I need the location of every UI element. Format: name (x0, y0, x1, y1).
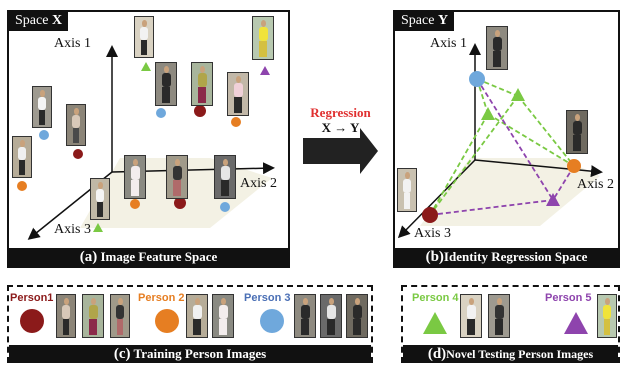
person-thumb (124, 155, 146, 199)
axis1-label-a: Axis 1 (54, 36, 91, 51)
axis3-line-b (397, 159, 476, 239)
p4-triangle-b2 (481, 107, 495, 120)
person-thumb (597, 294, 617, 338)
green-dashed-links (429, 78, 575, 216)
person2-marker (155, 309, 179, 333)
caption-b: (b)Identity Regression Space (395, 248, 618, 267)
person-thumb (488, 294, 510, 338)
p5-triangle-a (260, 66, 270, 75)
person-thumb (566, 110, 588, 154)
person3-marker (260, 309, 284, 333)
p3-dot-a1 (39, 130, 49, 140)
panel-b: Space Y (393, 10, 620, 268)
person-thumb (212, 294, 234, 338)
purple-dashed-links (429, 78, 575, 216)
p3-dot-a3 (220, 202, 230, 212)
person-thumb (134, 16, 154, 58)
person-thumb (12, 136, 32, 178)
person-thumb (155, 62, 177, 106)
person-thumb (294, 294, 316, 338)
caption-c: (c) Training Person Images (9, 345, 371, 363)
person-thumb (56, 294, 76, 338)
p1-dot-a3 (174, 197, 186, 209)
axis2-label-a: Axis 2 (240, 176, 277, 191)
regression-title: Regression (310, 105, 371, 120)
p3-dot-b (469, 71, 485, 87)
regression-mapping: X → Y (321, 120, 360, 135)
axis3-label-b: Axis 3 (414, 226, 451, 241)
p4-triangle-b1 (511, 88, 525, 101)
p3-dot-a2 (156, 108, 166, 118)
person4-label: Person 4 (412, 292, 459, 304)
p1-dot-a1 (73, 149, 83, 159)
p4-triangle-a1 (141, 62, 151, 71)
person1-marker (20, 309, 44, 333)
floor-plane-b (420, 158, 600, 226)
person-thumb (66, 104, 86, 146)
caption-d: (d)Novel Testing Person Images (403, 345, 618, 363)
person-thumb (227, 72, 249, 116)
p1-dot-b (422, 207, 438, 223)
space-x-tag: Space X (9, 12, 69, 31)
regression-arrow (303, 128, 378, 174)
person-thumb (397, 168, 417, 212)
p1-dot-a2 (194, 105, 206, 117)
p2-dot-a3 (130, 199, 140, 209)
person3-label: Person 3 (244, 292, 291, 304)
person-thumb (186, 294, 208, 338)
person-thumb (82, 294, 104, 338)
person-thumb (320, 294, 342, 338)
panel-a: Space X (7, 10, 290, 268)
p2-dot-a1 (17, 181, 27, 191)
axis1-label-b: Axis 1 (430, 36, 467, 51)
person-thumb (252, 16, 274, 60)
person-thumb (214, 155, 236, 199)
person-thumb (460, 294, 482, 338)
axis3-label-a: Axis 3 (54, 222, 91, 237)
person-thumb (32, 86, 52, 128)
person-thumb (191, 62, 213, 106)
person-thumb (346, 294, 368, 338)
p4-triangle-a2 (93, 223, 103, 232)
caption-a: (a) Image Feature Space (9, 248, 288, 267)
person1-label: Person1 (10, 292, 54, 304)
p5-triangle-b (546, 193, 560, 206)
person-thumb (110, 294, 130, 338)
person2-label: Person 2 (138, 292, 185, 304)
person-thumb (90, 178, 110, 220)
person-thumb (166, 155, 188, 199)
person-thumb (486, 26, 508, 70)
p2-dot-b (567, 159, 581, 173)
axis2-label-b: Axis 2 (577, 177, 614, 192)
p2-dot-a2 (231, 117, 241, 127)
space-y-tag: Space Y (395, 12, 455, 31)
person5-label: Person 5 (545, 292, 592, 304)
